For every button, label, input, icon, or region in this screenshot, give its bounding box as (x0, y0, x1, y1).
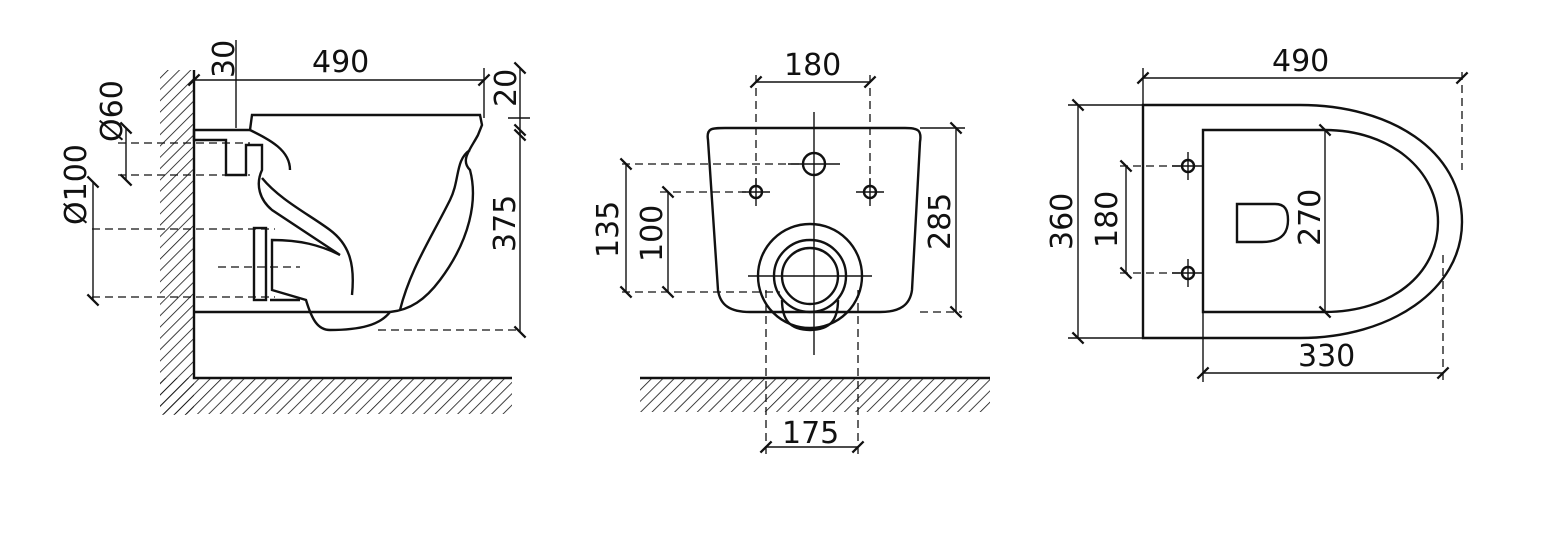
top-view: 490 360 180 270 330 (1045, 44, 1469, 385)
front-height-label: 285 (923, 193, 958, 250)
top-inner-outline (1201, 128, 1440, 314)
wall-hatch (160, 70, 194, 415)
side-height-label: 375 (488, 195, 523, 252)
bowl-outline (192, 113, 484, 332)
top-inner-width-label: 330 (1298, 339, 1355, 374)
front-view: 180 135 100 285 175 (591, 48, 990, 455)
top-outer-outline (1141, 103, 1464, 340)
top-bolt-spacing-label: 180 (1090, 191, 1125, 248)
top-bowl-outlet (1235, 202, 1290, 244)
front-foot-width-label: 175 (782, 416, 839, 451)
front-inlet-height-label: 100 (635, 205, 670, 262)
side-view: 490 30 20 Ø60 Ø100 375 (59, 40, 530, 415)
bowl-back-curve (398, 149, 471, 311)
side-seat-thickness-label: 20 (489, 69, 524, 107)
floor-hatch-front (640, 378, 990, 412)
front-body-outline (706, 126, 922, 314)
front-outlet-height-label: 135 (591, 201, 626, 258)
bowl-inner-curve (261, 177, 354, 296)
front-outlet-spout (780, 299, 840, 332)
wall-outline (192, 70, 512, 380)
side-wall-offset-label: 30 (207, 40, 242, 78)
side-inlet-diameter-label: Ø100 (59, 144, 94, 225)
front-bolt-spacing-label: 180 (784, 48, 841, 83)
top-width-label: 490 (1272, 44, 1329, 79)
top-inner-depth-label: 270 (1293, 189, 1328, 246)
bowl-inner-rim (249, 128, 292, 171)
side-width-label: 490 (312, 45, 369, 80)
inlet-bracket (252, 226, 268, 302)
top-depth-label: 360 (1045, 193, 1080, 250)
side-outlet-diameter-label: Ø60 (95, 80, 130, 142)
floor-hatch-side (160, 378, 512, 414)
